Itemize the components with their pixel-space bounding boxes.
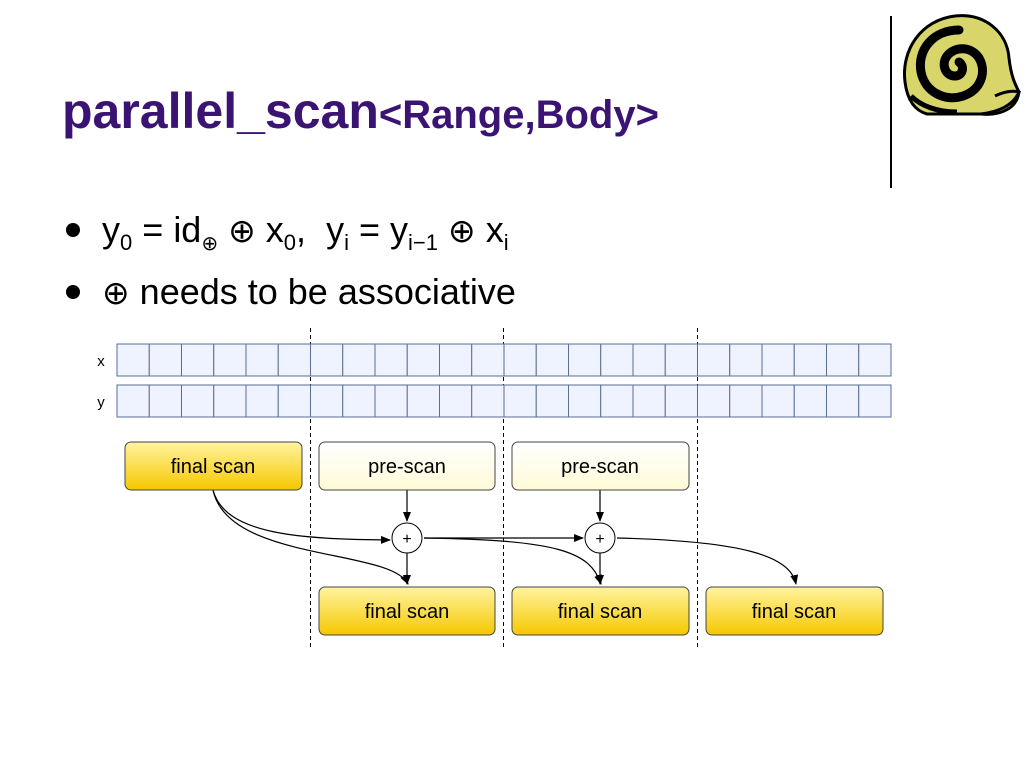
formula-xi: xi <box>485 209 509 255</box>
slide-title: parallel_scan<Range,Body> <box>62 86 659 136</box>
bullet-scan-definition: y0 = id⊕ ⊕ x0, yi = yi−1 ⊕ xi <box>62 204 516 266</box>
y-cell <box>664 384 698 418</box>
x-cell <box>439 343 473 377</box>
y-cell <box>181 384 215 418</box>
x-cell <box>568 343 602 377</box>
title-template-args: <Range,Body> <box>378 93 659 137</box>
x-cell <box>858 343 892 377</box>
formula-identity: id⊕ <box>173 209 219 255</box>
y-cell <box>439 384 473 418</box>
task-label: final scan <box>365 601 450 623</box>
y-cell <box>342 384 376 418</box>
x-cell <box>213 343 247 377</box>
oplus-operator: ⊕ <box>228 211 256 250</box>
formula-yi-minus-1: yi−1 <box>390 209 439 255</box>
y-cell <box>213 384 247 418</box>
x-cell <box>406 343 440 377</box>
chunk-separators <box>310 328 698 648</box>
y-cell <box>697 384 731 418</box>
x-cell <box>374 343 408 377</box>
x-cell <box>342 343 376 377</box>
formula-x0: x0 <box>265 209 297 255</box>
x-cell <box>116 343 150 377</box>
combine-symbol: + <box>402 531 411 548</box>
y-cell <box>600 384 634 418</box>
x-cell <box>632 343 666 377</box>
bullet-dot <box>66 285 80 299</box>
x-cell <box>245 343 279 377</box>
x-cell <box>148 343 182 377</box>
y-cell <box>503 384 537 418</box>
x-cell <box>310 343 344 377</box>
x-cell <box>761 343 795 377</box>
bullet-list: y0 = id⊕ ⊕ x0, yi = yi−1 ⊕ xi ⊕ needs to… <box>62 204 516 328</box>
formula-y0: y0 <box>102 209 133 255</box>
x-cell <box>277 343 311 377</box>
task-label: pre-scan <box>368 456 446 478</box>
title-main: parallel_scan <box>62 83 379 139</box>
snail-shell-logo-icon <box>902 14 1021 116</box>
x-cell <box>793 343 827 377</box>
combine-node-1: + <box>391 522 423 554</box>
task-final-scan-chunk-2: final scan <box>318 586 496 636</box>
y-cell <box>471 384 505 418</box>
x-cell <box>826 343 860 377</box>
formula-yi: yi <box>326 209 349 255</box>
task-label: final scan <box>752 601 837 623</box>
flow-arrows <box>212 489 799 585</box>
bullet-dot <box>66 223 80 237</box>
y-cell <box>374 384 408 418</box>
y-cell <box>406 384 440 418</box>
y-cell <box>568 384 602 418</box>
y-cell <box>245 384 279 418</box>
arrow-final-to-chunk-2 <box>212 489 409 585</box>
y-cell <box>277 384 311 418</box>
bullet-associativity: ⊕ needs to be associative <box>62 266 516 328</box>
x-cell <box>181 343 215 377</box>
y-cell <box>826 384 860 418</box>
y-cell <box>632 384 666 418</box>
y-cell <box>729 384 763 418</box>
x-cell <box>503 343 537 377</box>
task-label: pre-scan <box>561 456 639 478</box>
combine-node-2: + <box>584 522 616 554</box>
task-label: final scan <box>558 601 643 623</box>
arrow-combine-1-to-chunk-3 <box>423 537 602 585</box>
row-label-x: x <box>97 353 105 370</box>
y-cell <box>535 384 569 418</box>
task-final-scan-chunk-4: final scan <box>705 586 884 636</box>
header-divider <box>890 16 892 188</box>
y-cell <box>148 384 182 418</box>
task-label: final scan <box>171 456 256 478</box>
x-cell <box>600 343 634 377</box>
x-cell <box>471 343 505 377</box>
task-final-scan-chunk-3: final scan <box>511 586 690 636</box>
arrow-final-to-combine-1 <box>212 489 391 544</box>
task-pre-scan-chunk-2: pre-scan <box>318 441 496 491</box>
x-cell <box>664 343 698 377</box>
x-cell <box>697 343 731 377</box>
task-final-scan-chunk-1: final scan <box>124 441 303 491</box>
task-pre-scan-chunk-3: pre-scan <box>511 441 690 491</box>
y-array-row <box>116 384 892 418</box>
y-cell <box>793 384 827 418</box>
y-cell <box>761 384 795 418</box>
combine-symbol: + <box>595 531 604 548</box>
oplus-operator: ⊕ <box>102 273 130 312</box>
oplus-operator: ⊕ <box>448 211 476 250</box>
arrow-combine-2-to-chunk-4 <box>616 537 799 585</box>
x-array-row <box>116 343 892 377</box>
x-cell <box>535 343 569 377</box>
y-cell <box>116 384 150 418</box>
y-cell <box>858 384 892 418</box>
x-cell <box>729 343 763 377</box>
y-cell <box>310 384 344 418</box>
row-label-y: y <box>97 394 105 411</box>
